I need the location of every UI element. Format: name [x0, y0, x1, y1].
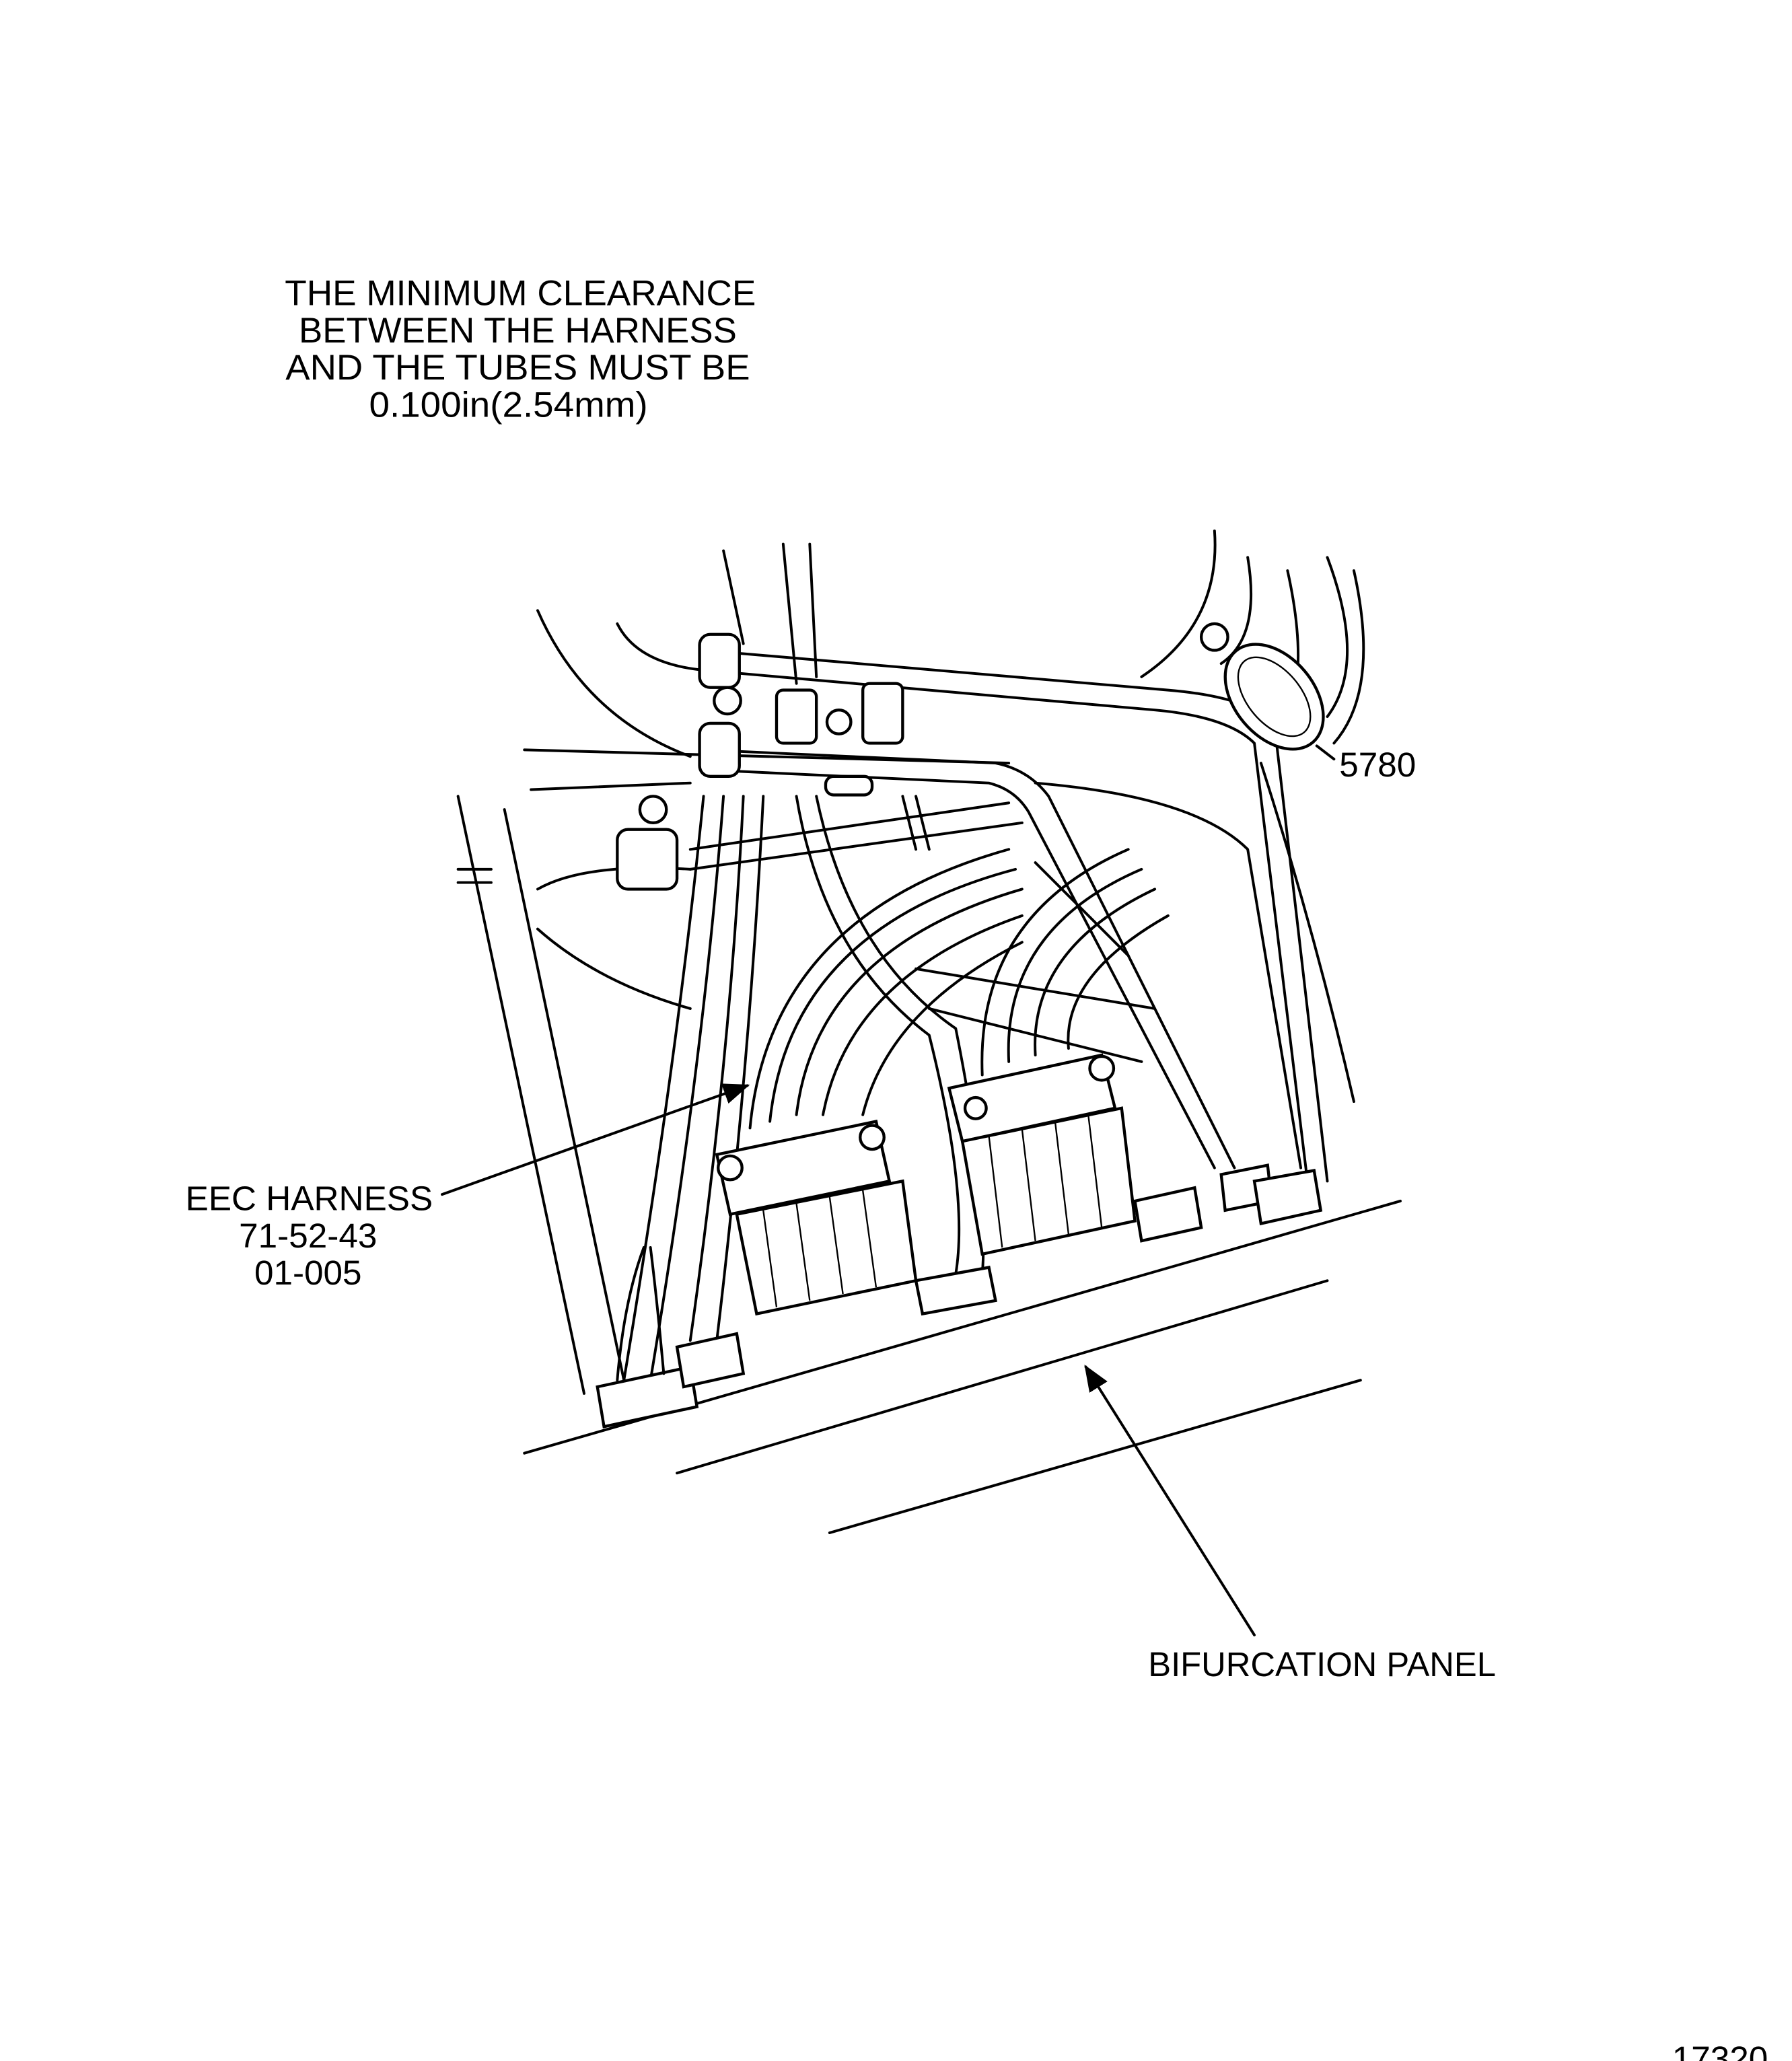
callout-eec-harness: EEC HARNESS 71-52-43 01-005	[186, 1083, 750, 1292]
note-line-3: AND THE TUBES MUST BE	[285, 348, 750, 388]
eec-harness-bundles	[748, 848, 1170, 1130]
grommet-5780	[1199, 622, 1325, 751]
clearance-note: THE MINIMUM CLEARANCE BETWEEN THE HARNES…	[285, 274, 756, 425]
tube-nuts	[596, 1163, 1323, 1429]
note-line-1: THE MINIMUM CLEARANCE	[285, 274, 756, 314]
tube-clamps	[616, 632, 904, 891]
callout-5780: 5780	[1315, 744, 1416, 784]
harness-connectors	[715, 1053, 1137, 1316]
harness-label: EEC HARNESS	[186, 1180, 433, 1218]
note-line-2: BETWEEN THE HARNESS	[299, 311, 737, 351]
reference-label: 5780	[1339, 746, 1416, 784]
figure-number: 17320	[1672, 2039, 1768, 2061]
note-line-4: 0.100in(2.54mm)	[369, 385, 647, 425]
harness-ref-2: 01-005	[254, 1254, 362, 1292]
harness-ref-1: 71-52-43	[239, 1217, 377, 1255]
panel-label: BIFURCATION PANEL	[1148, 1645, 1496, 1684]
callout-bifurcation-panel: BIFURCATION PANEL	[1084, 1365, 1496, 1684]
